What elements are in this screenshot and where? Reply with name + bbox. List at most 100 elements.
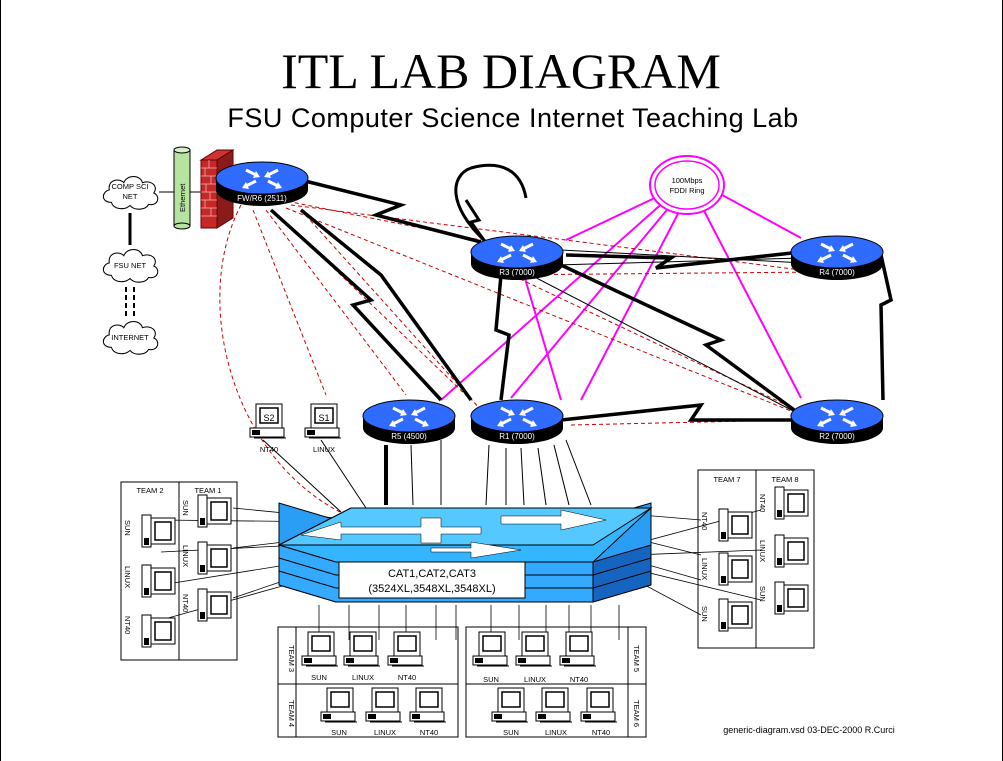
router-r4[interactable]: R4 (7000) xyxy=(789,234,885,282)
svg-text:NT40: NT40 xyxy=(123,616,132,634)
team1-nt40-pc[interactable] xyxy=(197,588,232,622)
team-6-label: TEAM 6 xyxy=(632,700,641,727)
svg-text:LINUX: LINUX xyxy=(374,728,396,737)
team-box-left: TEAM 2 TEAM 1 SUN LINUX NT40 SUN LINUX N… xyxy=(120,481,238,661)
team4-sun-pc[interactable] xyxy=(320,687,358,723)
team3-sun-pc[interactable] xyxy=(301,631,339,667)
team6-nt40-pc[interactable] xyxy=(580,687,618,723)
router-label: FW/R6 (2511) xyxy=(237,194,287,203)
server-s2[interactable]: S2 NT40 xyxy=(249,403,287,454)
svg-text:LINUX: LINUX xyxy=(181,545,190,567)
svg-text:NT40: NT40 xyxy=(700,512,709,530)
svg-text:NT40: NT40 xyxy=(181,594,190,612)
svg-text:FSU NET: FSU NET xyxy=(114,261,147,270)
team-4-label: TEAM 4 xyxy=(287,700,296,727)
svg-text:SUN: SUN xyxy=(311,673,327,682)
svg-text:NT40: NT40 xyxy=(758,494,767,512)
router-label: R4 (7000) xyxy=(819,268,855,277)
svg-text:SUN: SUN xyxy=(503,728,519,737)
router-label: R1 (7000) xyxy=(499,432,535,441)
footer-caption: generic-diagram.vsd 03-DEC-2000 R.Curci xyxy=(723,725,895,735)
uplinks xyxy=(262,439,592,513)
serial-links xyxy=(269,163,894,422)
router-r5[interactable]: R5 (4500) xyxy=(361,398,457,446)
team-3-label: TEAM 3 xyxy=(287,645,296,672)
team4-linux-pc[interactable] xyxy=(365,687,403,723)
cloud-compsci-net: COMP SCI NET xyxy=(102,175,159,210)
router-label: R5 (4500) xyxy=(391,432,427,441)
team2-sun-pc[interactable] xyxy=(141,514,176,548)
team-8-label: TEAM 8 xyxy=(771,475,798,484)
page-title: ITL LAB DIAGRAM xyxy=(281,43,721,99)
svg-text:INTERNET: INTERNET xyxy=(111,333,149,342)
team7-linux-pc[interactable] xyxy=(718,552,753,586)
page-subtitle: FSU Computer Science Internet Teaching L… xyxy=(227,103,798,133)
svg-text:SUN: SUN xyxy=(758,586,767,602)
team7-sun-pc[interactable] xyxy=(718,598,753,632)
router-label: R2 (7000) xyxy=(819,432,855,441)
cloud-fsu-net: FSU NET xyxy=(102,248,159,283)
ethernet-label: Ethernet xyxy=(178,183,187,212)
server-s1[interactable]: S1 LINUX xyxy=(304,403,342,454)
team5-sun-pc[interactable] xyxy=(472,631,510,667)
team8-linux-pc[interactable] xyxy=(774,534,809,568)
team-5-label: TEAM 5 xyxy=(632,645,641,672)
team8-nt40-pc[interactable] xyxy=(774,486,809,520)
svg-text:LINUX: LINUX xyxy=(352,673,374,682)
team-box-bottom-right: TEAM 5 TEAM 6 SUN LINUX NT40 SUN LINUX N… xyxy=(465,626,647,738)
team-box-right: TEAM 7 TEAM 8 NT40 LINUX SUN NT40 LINUX … xyxy=(697,469,815,649)
team-2-label: TEAM 2 xyxy=(136,486,163,495)
cloud-internet: INTERNET xyxy=(102,320,159,355)
switch-stack[interactable]: CAT1,CAT2,CAT3 (3524XL,3548XL,3548XL) xyxy=(277,502,653,603)
ethernet-segment: Ethernet xyxy=(173,146,191,230)
router-r2[interactable]: R2 (7000) xyxy=(789,398,885,446)
switch-model-label: (3524XL,3548XL,3548XL) xyxy=(368,583,495,595)
fddi-ring-label: FDDI Ring xyxy=(669,186,704,195)
svg-text:NT40: NT40 xyxy=(398,673,416,682)
team-7-label: TEAM 7 xyxy=(713,475,740,484)
svg-text:SUN: SUN xyxy=(123,520,132,536)
svg-text:LINUX: LINUX xyxy=(313,445,335,454)
router-label: R3 (7000) xyxy=(499,268,535,277)
svg-text:S1: S1 xyxy=(318,413,329,423)
svg-text:LINUX: LINUX xyxy=(524,675,546,684)
team5-linux-pc[interactable] xyxy=(515,631,553,667)
team8-sun-pc[interactable] xyxy=(774,581,809,615)
team-1-label: TEAM 1 xyxy=(194,486,221,495)
router-r1[interactable]: R1 (7000) xyxy=(469,398,565,446)
svg-text:S2: S2 xyxy=(263,413,274,423)
team2-nt40-pc[interactable] xyxy=(141,614,176,648)
team3-nt40-pc[interactable] xyxy=(387,631,425,667)
svg-text:NET: NET xyxy=(123,192,138,201)
svg-text:SUN: SUN xyxy=(331,728,347,737)
team-box-bottom-left: TEAM 3 TEAM 4 SUN LINUX NT40 SUN LINUX N… xyxy=(277,626,459,738)
svg-text:LINUX: LINUX xyxy=(123,566,132,588)
team6-linux-pc[interactable] xyxy=(535,687,573,723)
svg-text:NT40: NT40 xyxy=(570,675,588,684)
svg-text:NT40: NT40 xyxy=(260,445,278,454)
team1-linux-pc[interactable] xyxy=(197,541,232,575)
svg-text:SUN: SUN xyxy=(181,500,190,516)
switch-name-label: CAT1,CAT2,CAT3 xyxy=(388,568,476,580)
fddi-ring: 100Mbps FDDI Ring xyxy=(649,155,725,215)
svg-text:LINUX: LINUX xyxy=(758,540,767,562)
svg-text:SUN: SUN xyxy=(483,675,499,684)
svg-text:SUN: SUN xyxy=(700,606,709,622)
team7-nt40-pc[interactable] xyxy=(718,508,753,542)
fddi-links xyxy=(440,189,802,401)
team6-sun-pc[interactable] xyxy=(491,687,529,723)
svg-text:LINUX: LINUX xyxy=(700,558,709,580)
router-fw-r6[interactable]: FW/R6 (2511) xyxy=(214,160,310,208)
team5-nt40-pc[interactable] xyxy=(559,631,597,667)
svg-text:NT40: NT40 xyxy=(420,728,438,737)
router-r3[interactable]: R3 (7000) xyxy=(469,234,565,282)
team4-nt40-pc[interactable] xyxy=(409,687,447,723)
svg-text:COMP SCI: COMP SCI xyxy=(112,182,149,191)
team2-linux-pc[interactable] xyxy=(141,564,176,598)
fddi-speed-label: 100Mbps xyxy=(672,176,703,185)
svg-text:NT40: NT40 xyxy=(592,728,610,737)
svg-text:LINUX: LINUX xyxy=(545,728,567,737)
team1-sun-pc[interactable] xyxy=(197,494,232,528)
